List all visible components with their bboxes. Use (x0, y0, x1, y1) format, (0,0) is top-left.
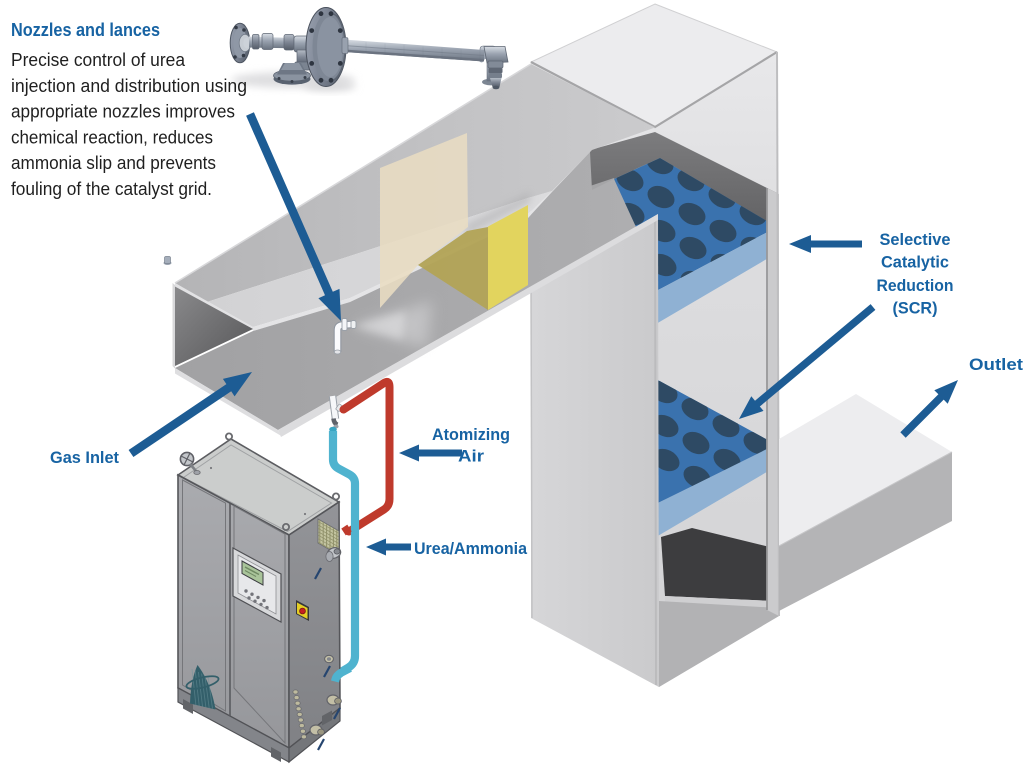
svg-text:Reduction: Reduction (877, 276, 954, 295)
svg-text:Air: Air (458, 447, 484, 466)
svg-text:Atomizing: Atomizing (432, 425, 510, 444)
svg-text:ammonia slip and prevents: ammonia slip and prevents (11, 153, 216, 173)
svg-text:Urea/Ammonia: Urea/Ammonia (414, 539, 528, 558)
svg-text:Catalytic: Catalytic (881, 253, 949, 272)
svg-text:fouling of the catalyst grid.: fouling of the catalyst grid. (11, 179, 212, 199)
svg-text:Outlet: Outlet (969, 355, 1023, 374)
svg-text:Gas Inlet: Gas Inlet (50, 448, 119, 467)
svg-text:Selective: Selective (880, 230, 951, 249)
svg-text:(SCR): (SCR) (893, 299, 938, 318)
svg-text:injection and distribution usi: injection and distribution using (11, 76, 247, 96)
svg-text:appropriate nozzles improves: appropriate nozzles improves (11, 102, 235, 122)
svg-text:chemical reaction, reduces: chemical reaction, reduces (11, 127, 213, 147)
svg-text:Nozzles and lances: Nozzles and lances (11, 20, 160, 40)
svg-text:Precise control of urea: Precise control of urea (11, 50, 186, 70)
